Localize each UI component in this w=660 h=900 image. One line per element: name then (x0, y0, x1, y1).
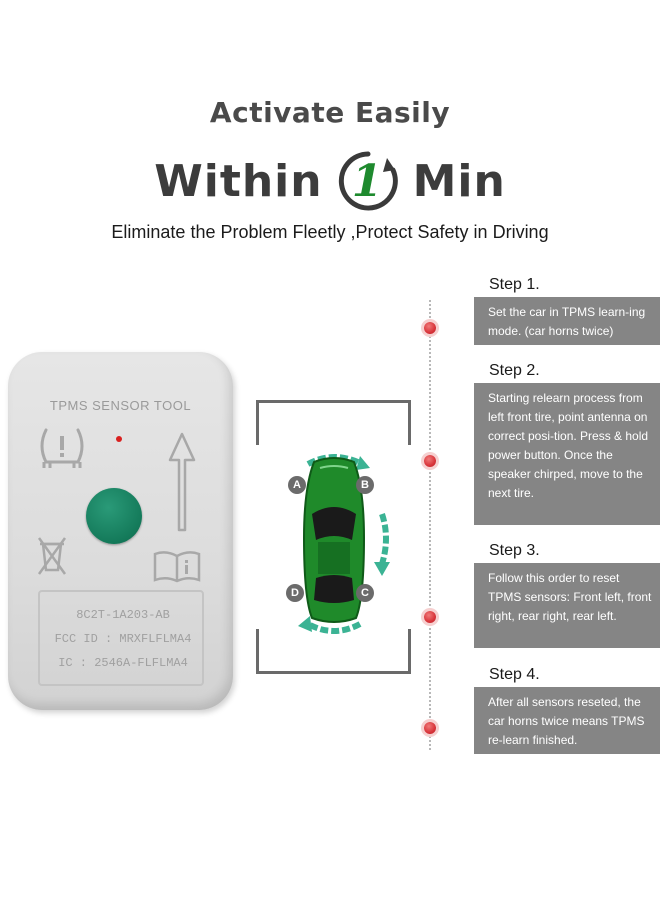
one-minute-badge-icon: 1 (337, 150, 399, 212)
tire-label-a: A (288, 476, 306, 494)
timeline-dot (424, 722, 436, 734)
frame-edge (408, 400, 411, 445)
step-1-title: Step 1. (489, 276, 540, 293)
device-led-indicator (116, 436, 122, 442)
tpms-warning-icon (40, 428, 84, 468)
headline-activate: Activate Easily (209, 96, 451, 129)
tire-label-b: B (356, 476, 374, 494)
plate-fcc-id: FCC ID : MRXFLFLMA4 (54, 632, 192, 646)
step-3-title: Step 3. (489, 542, 540, 559)
step-3-description: Follow this order to reset TPMS sensors:… (474, 563, 660, 648)
timeline-dot (424, 322, 436, 334)
green-car-icon (298, 454, 390, 634)
timeline-line (429, 300, 431, 750)
tire-label-c: C (356, 584, 374, 602)
device-label: TPMS SENSOR TOOL (49, 398, 192, 413)
tpms-sensor-tool-device: TPMS SENSOR TOOL 8C2T-1A203-AB FCC ID : … (8, 352, 233, 710)
step-1-description: Set the car in TPMS learn-ing mode. (car… (474, 297, 660, 345)
plate-part-number: 8C2T-1A203-AB (76, 608, 170, 622)
tire-label-d: D (286, 584, 304, 602)
frame-edge (256, 671, 411, 674)
headline-min: Min (412, 155, 506, 207)
manual-book-icon (153, 551, 201, 583)
subtitle: Eliminate the Problem Fleetly ,Protect S… (111, 222, 549, 242)
frame-edge (256, 629, 259, 674)
timeline-dot (424, 611, 436, 623)
step-4-description: After all sensors reseted, the car horns… (474, 687, 660, 754)
step-2-description: Starting relearn process from left front… (474, 383, 660, 525)
power-button (86, 488, 142, 544)
timeline-dot (424, 455, 436, 467)
headline-within-min: Within 1 Min (0, 146, 660, 216)
frame-edge (256, 400, 259, 445)
frame-edge (256, 400, 411, 403)
headline-number: 1 (351, 155, 384, 207)
car-diagram-frame: A B C D (256, 400, 411, 674)
plate-ic: IC : 2546A-FLFLMA4 (58, 656, 188, 670)
antenna-arrow-icon (168, 432, 196, 532)
crossed-bin-icon (37, 537, 67, 575)
step-4-title: Step 4. (489, 666, 540, 683)
headline-within: Within (154, 155, 323, 207)
device-label-plate: 8C2T-1A203-AB FCC ID : MRXFLFLMA4 IC : 2… (38, 590, 204, 686)
step-2-title: Step 2. (489, 362, 540, 379)
frame-edge (408, 629, 411, 674)
